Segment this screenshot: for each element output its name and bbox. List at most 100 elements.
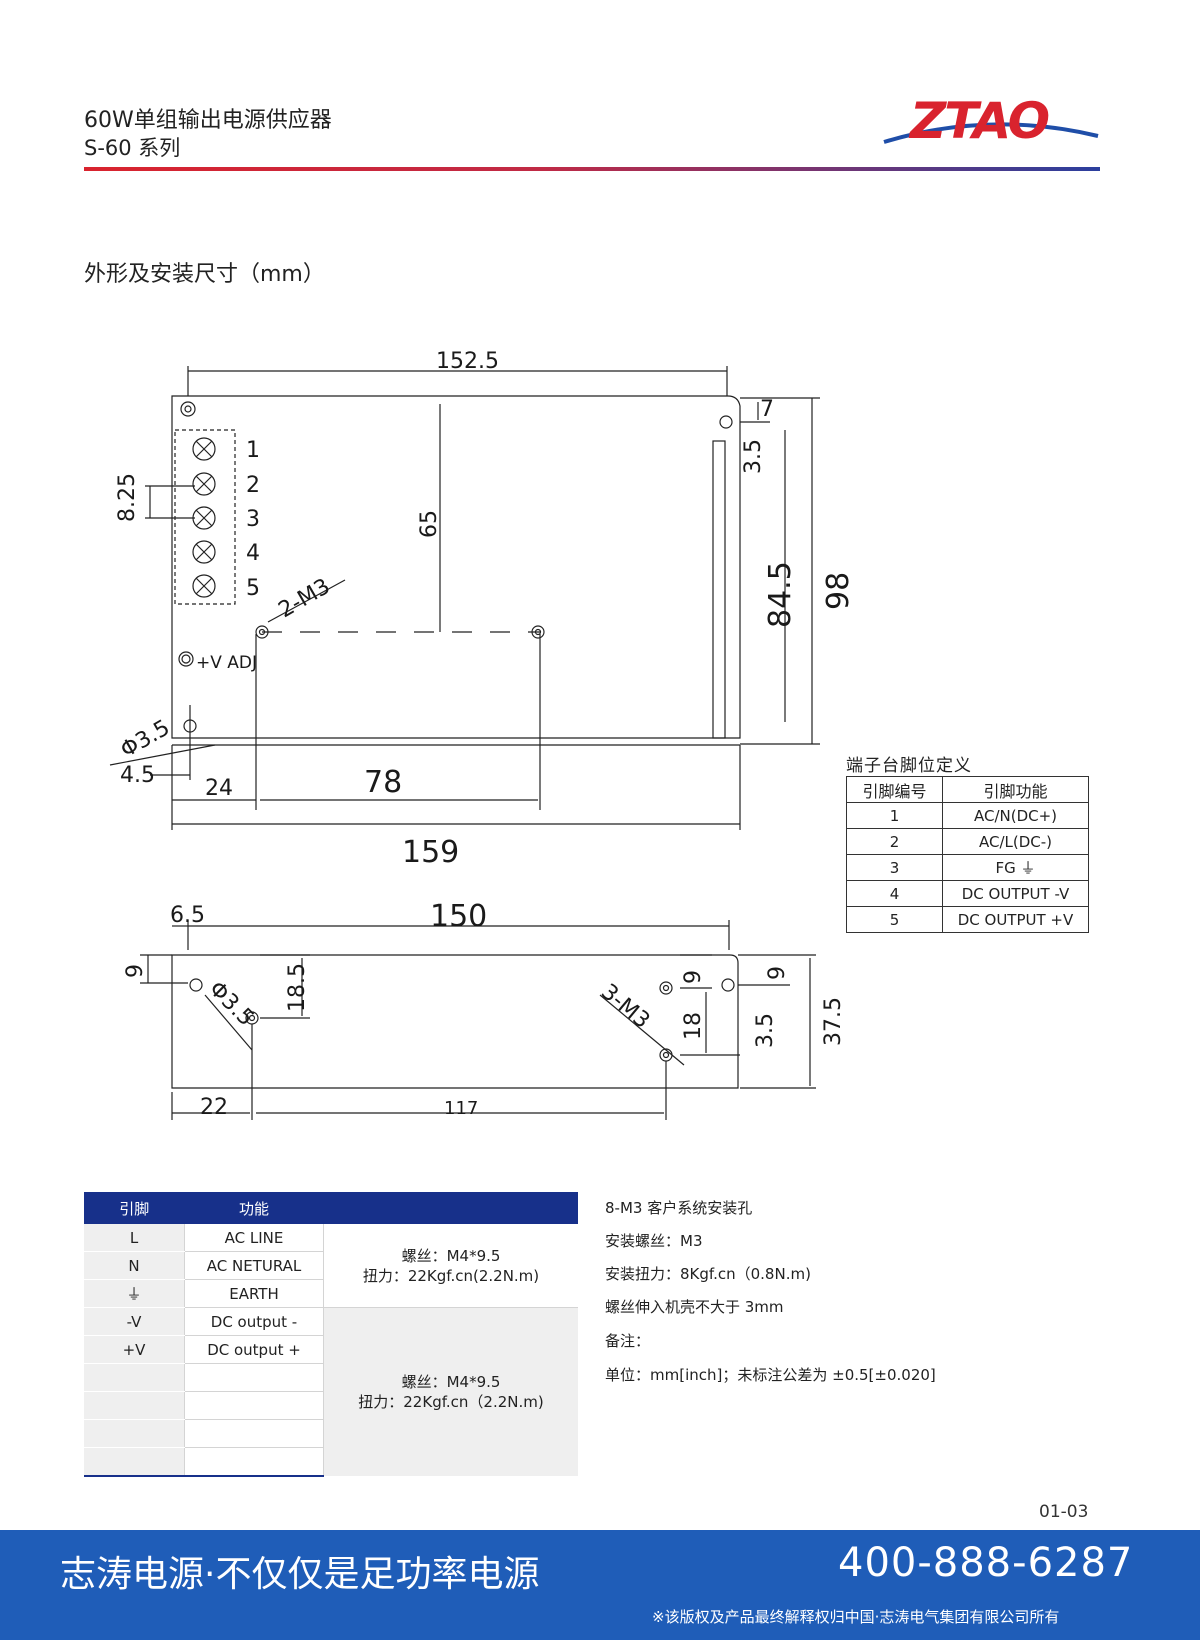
dim-hole-3-5: Φ3.5 xyxy=(117,715,175,763)
dim-84-5: 84.5 xyxy=(763,561,798,628)
pin-table-caption: 端子台脚位定义 xyxy=(846,756,972,776)
doc-title: 60W单组输出电源供应器 xyxy=(84,108,332,133)
dim-22: 22 xyxy=(200,1095,228,1120)
spec-func: DC output - xyxy=(184,1307,324,1336)
header-divider xyxy=(84,167,1100,171)
spec-func xyxy=(184,1447,324,1477)
dim-3-5-top: 3.5 xyxy=(741,439,766,474)
spec-pin: +V xyxy=(84,1335,185,1364)
pin-no: 1 xyxy=(846,802,943,829)
screw-spec: 螺丝：M4*9.5 xyxy=(401,1373,501,1391)
table-row xyxy=(84,1447,578,1477)
spec-merged-1: 螺丝：M4*9.5 扭力：22Kgf.cn(2.2N.m) xyxy=(323,1224,578,1308)
spec-pin xyxy=(84,1447,185,1477)
terminal-1: 1 xyxy=(246,438,260,463)
footer-copyright: ※该版权及产品最终解释权归中国·志涛电气集团有限公司所有 xyxy=(652,1608,1060,1626)
spec-header-pin: 引脚 xyxy=(84,1192,185,1224)
dim-9-right-a: 9 xyxy=(681,970,706,984)
screw-spec: 螺丝：M4*9.5 xyxy=(401,1246,501,1265)
note-mounting-holes: 8-M3 客户系统安装孔 xyxy=(605,1199,753,1217)
spec-pin: -V xyxy=(84,1307,185,1336)
dim-18: 18 xyxy=(681,1012,706,1040)
pin-func-fg: FG ⏚ xyxy=(942,854,1089,881)
spec-pin xyxy=(84,1391,185,1420)
terminal-block xyxy=(174,429,236,605)
spec-pin: L xyxy=(84,1224,185,1252)
spec-func: AC LINE xyxy=(184,1224,324,1252)
footer-bar xyxy=(0,1530,1200,1640)
section-title: 外形及安装尺寸（mm） xyxy=(84,262,325,287)
table-row xyxy=(84,1419,578,1448)
dim-150: 150 xyxy=(430,899,487,934)
spec-func: EARTH xyxy=(184,1279,324,1308)
dim-6-5: 6.5 xyxy=(170,903,205,928)
table-row: N AC NETURAL xyxy=(84,1251,578,1280)
dim-9-right-b: 9 xyxy=(765,966,790,980)
dim-18-5: 18.5 xyxy=(285,963,310,1012)
spec-func xyxy=(184,1363,324,1392)
note-remark: 备注： xyxy=(605,1332,651,1350)
table-row: ⏚ EARTH xyxy=(84,1279,578,1308)
pin-no: 3 xyxy=(846,854,943,881)
dim-98: 98 xyxy=(821,572,856,610)
dim-7: 7 xyxy=(760,397,774,422)
dim-4-5: 4.5 xyxy=(120,763,155,788)
ztao-logo: ZTAO xyxy=(883,92,1099,150)
terminal-4: 4 xyxy=(246,541,260,566)
pin-no: 2 xyxy=(846,828,943,855)
terminal-screws xyxy=(192,437,216,598)
pin-no: 5 xyxy=(846,906,943,933)
logo-text: ZTAO xyxy=(908,92,1049,150)
dim-8-25: 8.25 xyxy=(115,473,140,522)
table-row xyxy=(84,1391,578,1420)
pin-func: AC/L(DC-) xyxy=(942,828,1089,855)
adj-label: +V ADJ xyxy=(196,653,257,673)
spec-func xyxy=(184,1391,324,1420)
pin-no: 4 xyxy=(846,880,943,907)
dim-3-5-side: 3.5 xyxy=(753,1013,778,1048)
dim-78: 78 xyxy=(364,765,402,800)
dim-65: 65 xyxy=(417,510,442,538)
table-row: +V DC output + xyxy=(84,1335,578,1364)
spec-merged-2: 螺丝：M4*9.5 扭力：22Kgf.cn（2.2N.m) xyxy=(323,1307,578,1476)
page-number: 01-03 xyxy=(1039,1502,1089,1522)
terminal-2: 2 xyxy=(246,473,260,498)
spec-pin: N xyxy=(84,1251,185,1280)
note-units: 单位：mm[inch]；未标注公差为 ±0.5[±0.020] xyxy=(605,1366,936,1384)
spec-func xyxy=(184,1419,324,1448)
footer-phone: 400-888-6287 xyxy=(838,1540,1134,1586)
dim-117: 117 xyxy=(444,1098,478,1119)
top-view-outline xyxy=(171,395,741,739)
side-view-outline xyxy=(171,954,739,1089)
spec-header-func: 功能 xyxy=(184,1192,324,1224)
terminal-5: 5 xyxy=(246,576,260,601)
spec-header-blank xyxy=(323,1192,578,1224)
pin-func: FG xyxy=(995,859,1016,877)
table-row xyxy=(84,1363,578,1392)
spec-func: AC NETURAL xyxy=(184,1251,324,1280)
dim-9-left: 9 xyxy=(123,964,148,978)
table-row: -V DC output - 螺丝：M4*9.5 扭力：22Kgf.cn（2.2… xyxy=(84,1307,578,1476)
dim-152-5: 152.5 xyxy=(436,349,499,374)
screw-3m3: 3-M3 xyxy=(596,979,654,1033)
note-depth: 螺丝伸入机壳不大于 3mm xyxy=(605,1298,784,1316)
terminal-3: 3 xyxy=(246,507,260,532)
spec-func: DC output + xyxy=(184,1335,324,1364)
screw-2m3: 2-M3 xyxy=(275,574,335,623)
dim-24: 24 xyxy=(205,776,233,801)
pin-header-func: 引脚功能 xyxy=(942,776,1089,803)
dim-159: 159 xyxy=(402,835,459,870)
spec-pin xyxy=(84,1363,185,1392)
pin-func: DC OUTPUT +V xyxy=(942,906,1089,933)
pin-func: AC/N(DC+) xyxy=(942,802,1089,829)
pin-header-no: 引脚编号 xyxy=(846,776,943,803)
footer-slogan: 志涛电源·不仅仅是足功率电源 xyxy=(60,1554,540,1595)
torque-spec: 扭力：22Kgf.cn(2.2N.m) xyxy=(362,1266,540,1285)
